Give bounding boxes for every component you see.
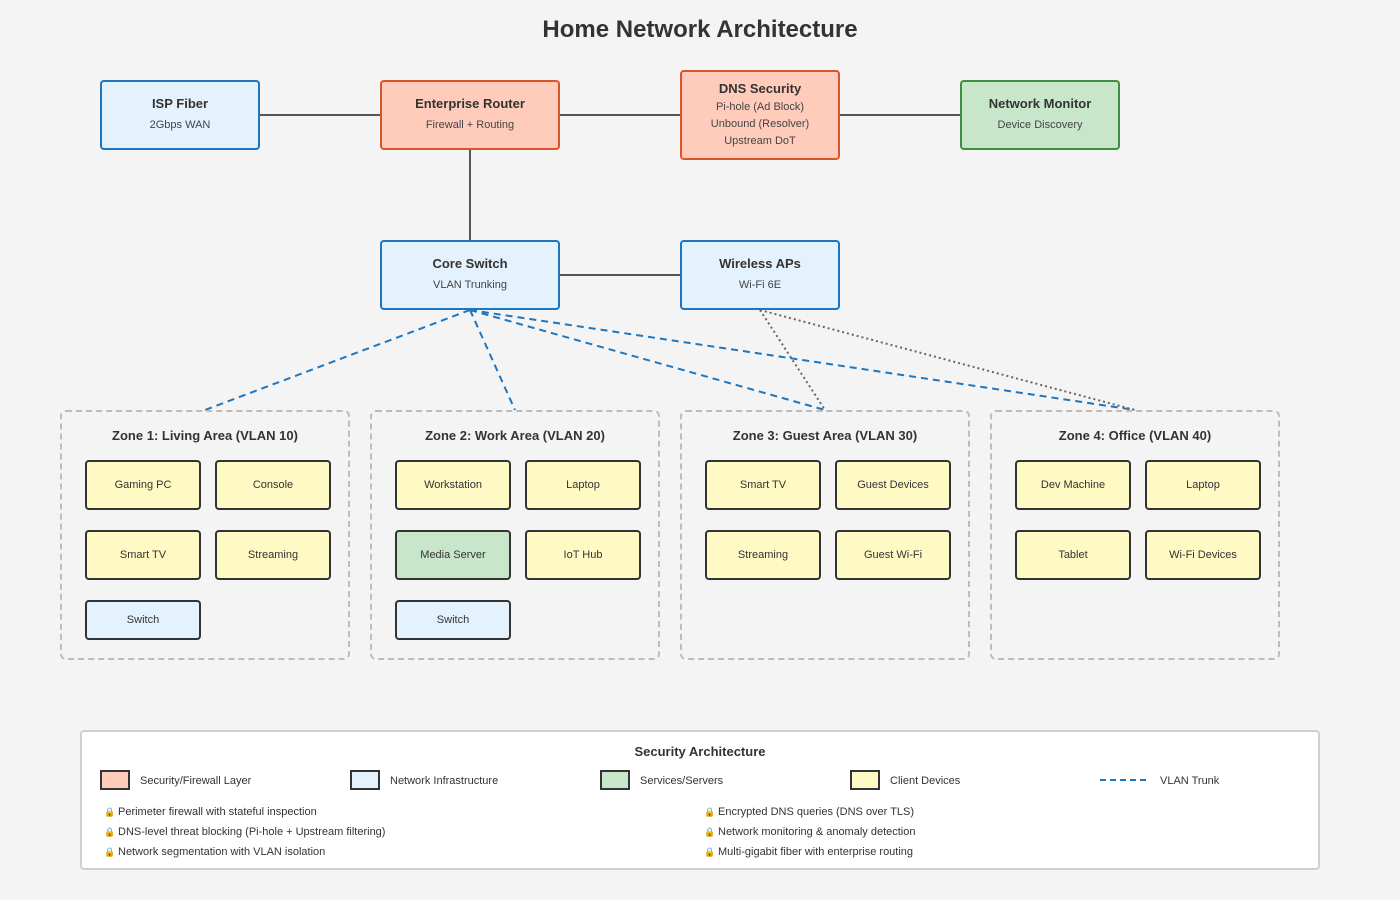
lock-icon: 🔒 — [704, 847, 716, 857]
node-sub: Device Discovery — [997, 119, 1083, 131]
device-smart-tv[interactable]: Smart TV — [705, 460, 821, 510]
zone-title: Zone 1: Living Area (VLAN 10) — [112, 428, 298, 443]
device-dev-machine[interactable]: Dev Machine — [1015, 460, 1131, 510]
wifi-link-zone3 — [759, 309, 826, 411]
isp-fiber-node[interactable]: ISP Fiber 2Gbps WAN — [100, 80, 260, 150]
legend-label-service: Services/Servers — [640, 775, 724, 787]
node-name: Network Monitor — [988, 96, 1092, 111]
device-streaming[interactable]: Streaming — [705, 530, 821, 580]
legend-label-infra: Network Infrastructure — [390, 775, 499, 787]
lock-icon: 🔒 — [704, 827, 716, 837]
zone-title: Zone 3: Guest Area (VLAN 30) — [732, 428, 918, 443]
legend-label-client: Client Devices — [890, 775, 961, 787]
bullet-text: Perimeter firewall with stateful inspect… — [118, 806, 317, 818]
bullet-text: DNS-level threat blocking (Pi-hole + Ups… — [118, 826, 386, 838]
device-console[interactable]: Console — [215, 460, 331, 510]
device-tablet[interactable]: Tablet — [1015, 530, 1131, 580]
core-switch-node[interactable]: Core Switch VLAN Trunking — [380, 240, 560, 310]
lock-icon: 🔒 — [104, 847, 116, 857]
legend-bullet: 🔒Multi-gigabit fiber with enterprise rou… — [704, 846, 913, 858]
zone-title: Zone 2: Work Area (VLAN 20) — [425, 428, 605, 443]
legend-vlan-line — [1100, 779, 1150, 781]
network-monitor-node[interactable]: Network Monitor Device Discovery — [960, 80, 1120, 150]
device-guest-devices[interactable]: Guest Devices — [835, 460, 951, 510]
vlan-trunk-zone3 — [469, 309, 826, 411]
dns-sub-1: Pi-hole (Ad Block) — [715, 100, 805, 113]
device-laptop[interactable]: Laptop — [525, 460, 641, 510]
device-iot-hub[interactable]: IoT Hub — [525, 530, 641, 580]
legend-panel: Security Architecture Security/Firewall … — [80, 730, 1320, 870]
bullet-text: Network monitoring & anomaly detection — [718, 826, 916, 838]
legend-label-vlan: VLAN Trunk — [1160, 775, 1220, 787]
node-name: Wireless APs — [719, 256, 801, 271]
device-wifi-devices[interactable]: Wi-Fi Devices — [1145, 530, 1261, 580]
legend-swatch-security — [100, 770, 130, 790]
zone-1: Zone 1: Living Area (VLAN 10) Gaming PC … — [60, 410, 350, 660]
bullet-text: Encrypted DNS queries (DNS over TLS) — [718, 806, 915, 818]
node-sub: 2Gbps WAN — [149, 119, 211, 131]
lock-icon: 🔒 — [104, 827, 116, 837]
vlan-trunk-zone4 — [469, 309, 1136, 411]
legend-bullet: 🔒DNS-level threat blocking (Pi-hole + Up… — [104, 826, 385, 838]
device-laptop[interactable]: Laptop — [1145, 460, 1261, 510]
node-sub: Wi-Fi 6E — [738, 279, 782, 291]
legend-swatch-infra — [350, 770, 380, 790]
dns-security-node[interactable]: DNS Security Pi-hole (Ad Block) Unbound … — [680, 70, 840, 160]
device-streaming[interactable]: Streaming — [215, 530, 331, 580]
legend-bullet: 🔒Encrypted DNS queries (DNS over TLS) — [704, 806, 914, 818]
device-media-server[interactable]: Media Server — [395, 530, 511, 580]
legend-title: Security Architecture — [634, 744, 766, 759]
lock-icon: 🔒 — [704, 807, 716, 817]
bullet-text: Network segmentation with VLAN isolation — [118, 846, 326, 858]
node-name: DNS Security — [718, 80, 802, 96]
device-smart-tv[interactable]: Smart TV — [85, 530, 201, 580]
node-name: Core Switch — [432, 256, 508, 271]
legend-bullet: 🔒Network monitoring & anomaly detection — [704, 826, 915, 838]
legend-swatch-client — [850, 770, 880, 790]
device-gaming-pc[interactable]: Gaming PC — [85, 460, 201, 510]
device-guest-wifi[interactable]: Guest Wi-Fi — [835, 530, 951, 580]
dns-sub-2: Unbound (Resolver) — [710, 117, 810, 130]
wireless-aps-node[interactable]: Wireless APs Wi-Fi 6E — [680, 240, 840, 310]
legend-bullet: 🔒Perimeter firewall with stateful inspec… — [104, 806, 317, 818]
device-switch[interactable]: Switch — [395, 600, 511, 640]
zone-4: Zone 4: Office (VLAN 40) Dev Machine Lap… — [990, 410, 1280, 660]
node-name: ISP Fiber — [151, 96, 209, 111]
dns-sub-3: Upstream DoT — [724, 134, 796, 147]
enterprise-router-node[interactable]: Enterprise Router Firewall + Routing — [380, 80, 560, 150]
zone-3: Zone 3: Guest Area (VLAN 30) Smart TV Gu… — [680, 410, 970, 660]
node-sub: VLAN Trunking — [433, 279, 507, 291]
node-sub: Firewall + Routing — [425, 119, 515, 131]
lock-icon: 🔒 — [104, 807, 116, 817]
vlan-trunk-zone2 — [469, 309, 516, 411]
vlan-trunk-zone1 — [204, 309, 471, 411]
legend-bullet: 🔒Network segmentation with VLAN isolatio… — [104, 846, 325, 858]
node-name: Enterprise Router — [415, 96, 525, 111]
diagram-title: Home Network Architecture — [542, 16, 858, 43]
legend-swatch-service — [600, 770, 630, 790]
zone-2: Zone 2: Work Area (VLAN 20) Workstation … — [370, 410, 660, 660]
device-switch[interactable]: Switch — [85, 600, 201, 640]
legend-label-security: Security/Firewall Layer — [140, 775, 252, 787]
device-workstation[interactable]: Workstation — [395, 460, 511, 510]
zone-title: Zone 4: Office (VLAN 40) — [1058, 428, 1212, 443]
node-sub: Pi-hole (Ad Block) Unbound (Resolver) Up… — [711, 99, 809, 150]
bullet-text: Multi-gigabit fiber with enterprise rout… — [718, 846, 914, 858]
